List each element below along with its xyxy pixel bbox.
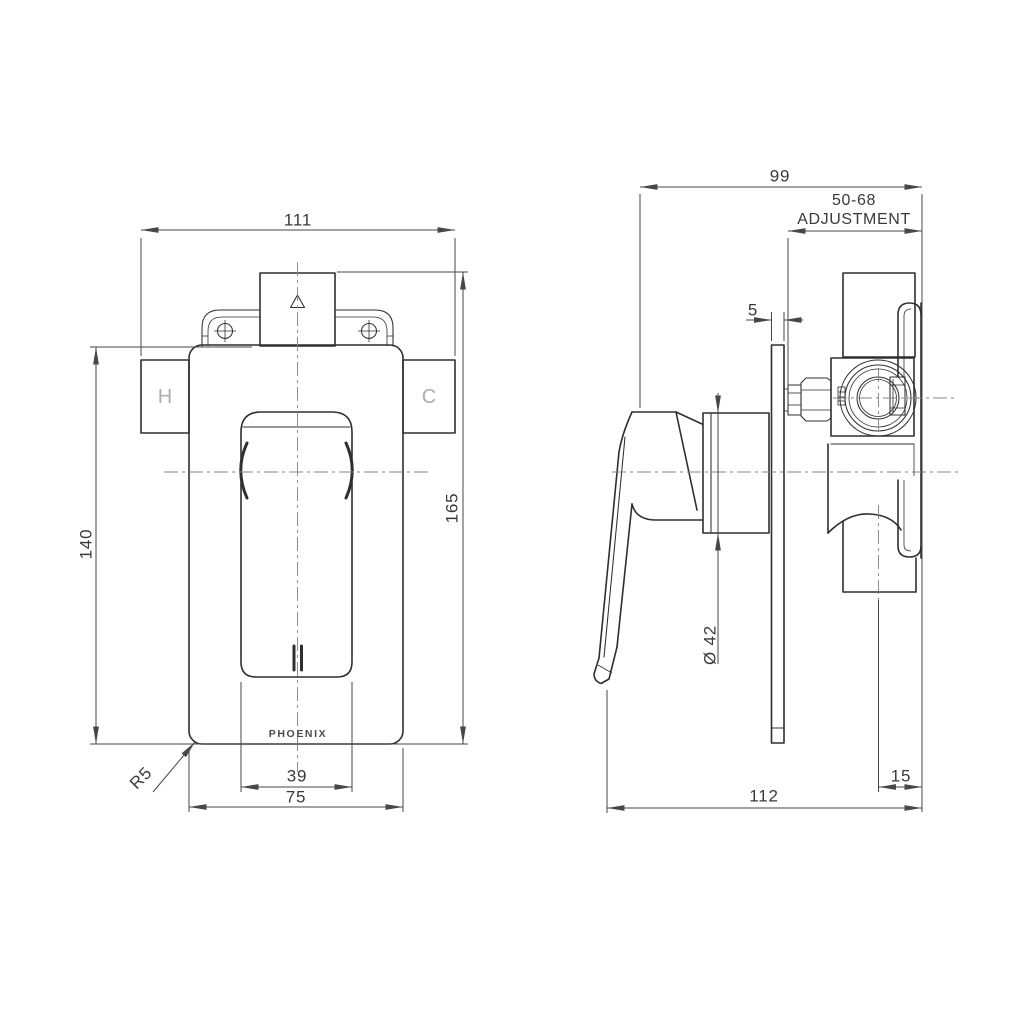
outlet-pipe-top [842,272,916,358]
dim-adjustment-word: ADJUSTMENT [797,211,911,228]
dim-plate-thickness: 5 [747,300,759,320]
handle-side [593,411,703,685]
dim-adjustment-range: 50-68 [832,192,876,209]
cold-inlet-block [402,359,456,434]
dim-handle-width: 39 [286,766,308,786]
wall-bracket [897,302,922,559]
cold-label: C [421,386,437,408]
escutcheon-cylinder [702,412,770,534]
cartridge-hex [783,377,832,422]
dim-handle-diameter: Ø 42 [700,624,720,666]
dim-overall-height: 165 [442,492,462,524]
side-view [593,272,958,744]
dim-depth-to-handle: 99 [769,166,791,186]
top-outlet-block [259,272,336,347]
dim-overall-width: 111 [283,210,313,230]
hot-inlet-block [140,359,190,434]
handle-grip-right [344,441,354,500]
brand-logo: PHOENIX [268,727,328,740]
front-dimensions [90,227,468,812]
dim-inlet-offset: 15 [890,766,912,786]
wall-plate-section [770,344,785,744]
side-dimensions [606,184,923,813]
face-plate [188,344,404,745]
screw-hole-left [214,320,236,342]
screw-hole-right [358,320,380,342]
handle-grip-left [239,441,249,500]
dim-overall-depth: 112 [749,786,779,806]
dim-plate-height: 140 [76,528,96,560]
inlet-boss-bottom [827,513,917,593]
dim-plate-width: 75 [285,787,307,807]
front-view [140,262,456,772]
hot-label: H [157,386,173,408]
handle-front [240,411,353,678]
